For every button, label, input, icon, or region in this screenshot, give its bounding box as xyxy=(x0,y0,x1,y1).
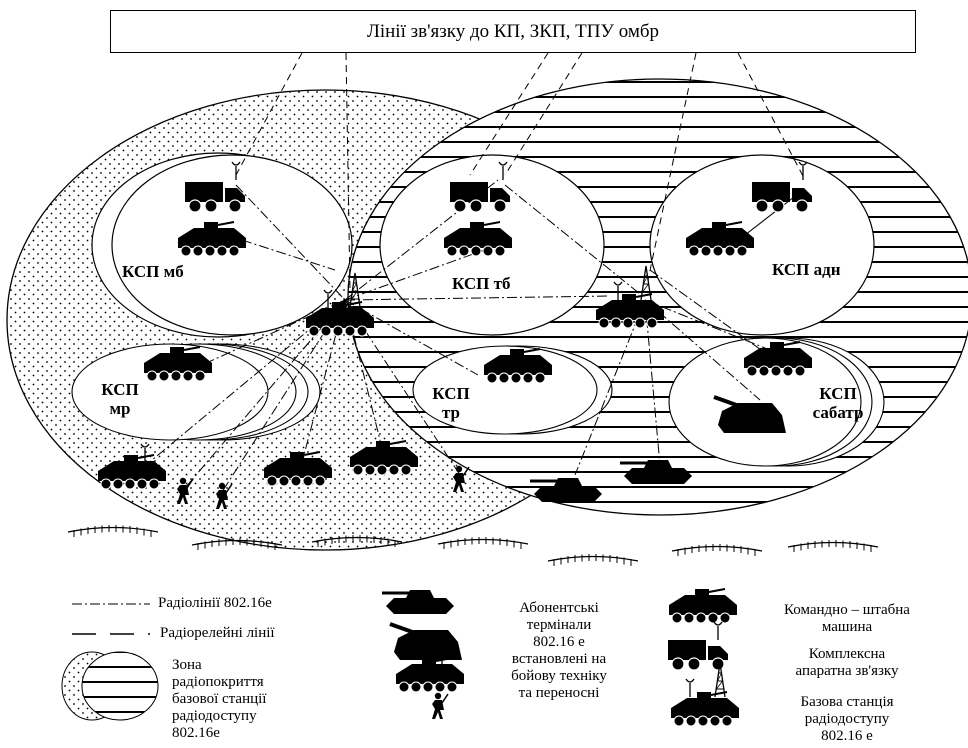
legend-radio-lines-label: Радіолінії 802.16е xyxy=(158,595,272,611)
legend-comm-hardware-label: Комплексна апаратна зв'язку xyxy=(795,646,899,679)
legend-terminals-label: Абонентські термінали 802.16 е встановле… xyxy=(511,600,607,701)
relay-lines xyxy=(235,52,804,291)
label-ksp-sabatr: КСП сабатр xyxy=(812,384,864,422)
legend-command-vehicle xyxy=(668,588,738,624)
terrain xyxy=(67,524,879,567)
legend-base-station-label: Базова станція радіодоступу 802.16 е xyxy=(800,694,894,744)
label-ksp-mb: КСП мб xyxy=(122,262,184,281)
label-ksp-adn: КСП адн xyxy=(772,260,841,279)
legend-command-vehicle-label: Командно – штабна машина xyxy=(784,602,910,635)
label-ksp-mr: КСП мр xyxy=(101,380,139,418)
zone-ksp-sabatr xyxy=(668,337,885,467)
label-ksp-tb: КСП тб xyxy=(452,274,511,293)
legend-relay-lines-label: Радіорелейні лінії xyxy=(160,625,275,641)
legend-coverage-label: Зона радіопокриття базової станції радіо… xyxy=(172,657,267,741)
title-box: Лінії зв'язку до КП, ЗКП, ТПУ омбр xyxy=(110,10,916,53)
legend-comm-hardware xyxy=(667,621,729,671)
legend-terminals xyxy=(380,588,465,720)
title-text: Лінії зв'язку до КП, ЗКП, ТПУ омбр xyxy=(366,20,660,42)
legend-coverage-symbol xyxy=(61,651,159,721)
zone-ksp-adn xyxy=(649,154,875,336)
legend-base-station xyxy=(670,662,740,727)
label-ksp-tr: КСП тр xyxy=(432,384,470,422)
